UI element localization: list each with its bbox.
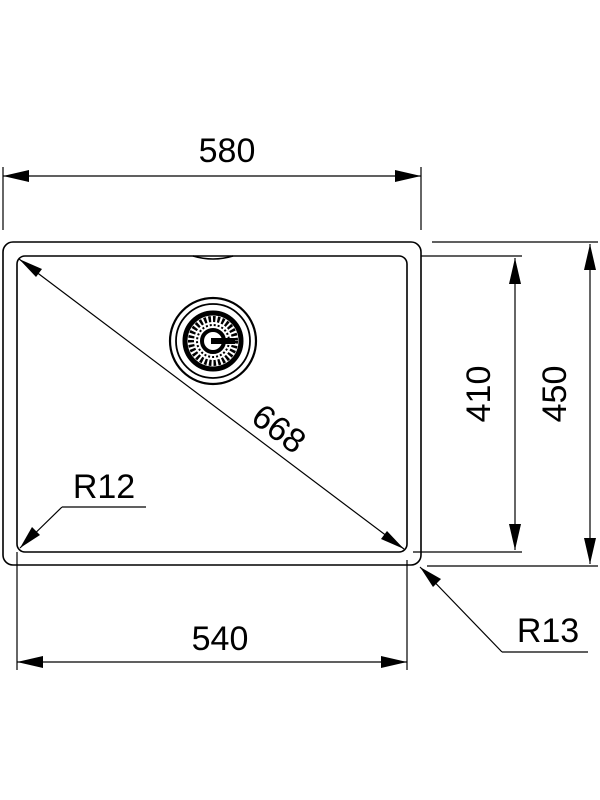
overall-depth-label: 450: [536, 366, 574, 423]
callout-outer-radius: R13: [419, 566, 588, 653]
outer-radius-label: R13: [517, 612, 579, 650]
dimension-bowl-width: 540: [16, 552, 408, 670]
callout-inner-radius: R12: [19, 468, 146, 549]
inner-radius-label: R12: [73, 468, 135, 506]
bowl-depth-label: 410: [460, 366, 498, 423]
overflow-slot: [192, 255, 234, 260]
dimension-bowl-depth: 410: [460, 258, 521, 550]
drain-strainer-icon: [168, 296, 258, 386]
overall-width-label: 580: [199, 132, 256, 170]
sink-bowl: [16, 255, 408, 553]
bowl-width-label: 540: [192, 620, 249, 658]
diagonal-label: 668: [245, 397, 313, 461]
sink-outer-rim: [2, 241, 422, 566]
dimension-overall-width: 580: [2, 132, 422, 230]
dimension-overall-depth: 450: [536, 244, 596, 564]
